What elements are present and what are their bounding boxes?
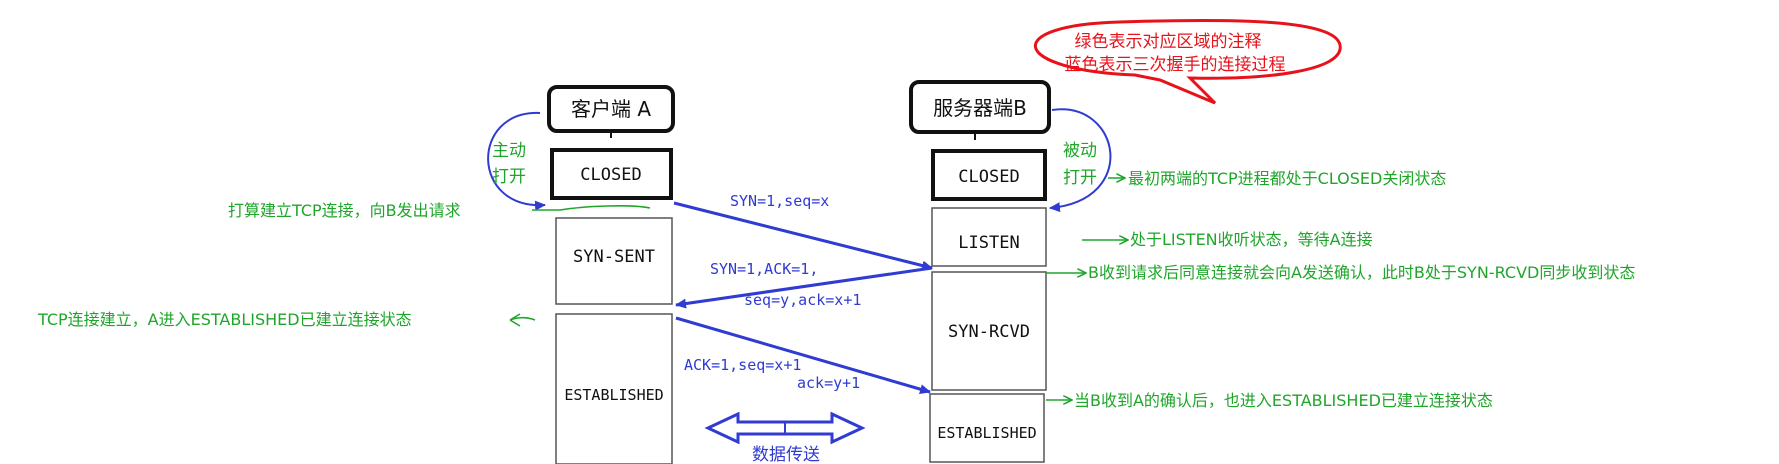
syn-ack-message: SYN=1,ACK=1, seq=y,ack=x+1 xyxy=(675,260,933,309)
note-a-established: TCP连接建立，A进入ESTABLISHED已建立连接状态 xyxy=(37,310,536,329)
server-title: 服务器端B xyxy=(933,96,1027,120)
client-state-syn-sent-label: SYN-SENT xyxy=(573,247,655,267)
note-initial-text: 最初两端的TCP进程都处于CLOSED关闭状态 xyxy=(1128,169,1446,188)
ack-message: ACK=1,seq=x+1 ack=y+1 xyxy=(675,316,931,395)
data-transfer-arrow: 数据传送 xyxy=(704,411,866,464)
server-state-established xyxy=(929,393,1045,463)
data-transfer-label: 数据传送 xyxy=(752,445,820,464)
server-title-box xyxy=(909,80,1051,134)
client-state-closed xyxy=(550,148,673,200)
note-initial: 最初两端的TCP进程都处于CLOSED关闭状态 xyxy=(1108,169,1446,188)
client-title: 客户端 A xyxy=(571,97,651,121)
server-state-closed xyxy=(931,149,1047,201)
server-state-listen xyxy=(931,207,1047,267)
syn-message: SYN=1,seq=x xyxy=(673,192,933,271)
passive-open-label-2: 打开 xyxy=(1063,168,1097,188)
active-open-annotation: 主动 打开 xyxy=(487,111,546,211)
client-state-established xyxy=(555,313,673,464)
syn-ack-label-2: seq=y,ack=x+1 xyxy=(744,291,861,309)
legend-callout: 绿色表示对应区域的注释 蓝色表示三次握手的连接过程 xyxy=(1034,18,1342,105)
note-listen-text: 处于LISTEN收听状态，等待A连接 xyxy=(1130,230,1373,249)
client-state-established-label: ESTABLISHED xyxy=(564,386,663,404)
server-column: 服务器端B CLOSED LISTEN SYN-RCVD ESTABLISHED xyxy=(909,80,1051,463)
note-b-established: 当B收到A的确认后，也进入ESTABLISHED已建立连接状态 xyxy=(1046,391,1493,410)
legend-line-1: 绿色表示对应区域的注释 xyxy=(1075,32,1262,52)
note-syn-rcvd: B收到请求后同意连接就会向A发送确认，此时B处于SYN-RCVD同步收到状态 xyxy=(1046,263,1635,282)
note-b-established-text: 当B收到A的确认后，也进入ESTABLISHED已建立连接状态 xyxy=(1074,391,1493,410)
passive-open-label-1: 被动 xyxy=(1063,141,1097,161)
passive-open-annotation: 被动 打开 xyxy=(1049,108,1112,213)
server-state-closed-label: CLOSED xyxy=(958,167,1019,187)
syn-label: SYN=1,seq=x xyxy=(730,192,829,210)
note-request: 打算建立TCP连接，向B发出请求 xyxy=(228,201,651,220)
note-request-text: 打算建立TCP连接，向B发出请求 xyxy=(228,201,461,220)
server-state-syn-rcvd-label: SYN-RCVD xyxy=(948,322,1030,342)
note-syn-rcvd-text: B收到请求后同意连接就会向A发送确认，此时B处于SYN-RCVD同步收到状态 xyxy=(1088,263,1635,282)
server-state-established-label: ESTABLISHED xyxy=(937,424,1036,442)
active-open-label-1: 主动 xyxy=(492,141,526,161)
client-column: 客户端 A CLOSED SYN-SENT ESTABLISHED xyxy=(547,85,675,464)
client-state-syn-sent xyxy=(555,217,673,305)
ack-label-1: ACK=1,seq=x+1 xyxy=(684,356,801,374)
server-state-listen-label: LISTEN xyxy=(958,233,1019,253)
note-a-established-text: TCP连接建立，A进入ESTABLISHED已建立连接状态 xyxy=(37,310,412,329)
active-open-label-2: 打开 xyxy=(492,167,526,187)
server-state-syn-rcvd xyxy=(931,271,1047,391)
ack-label-2: ack=y+1 xyxy=(797,374,860,392)
syn-ack-label-1: SYN=1,ACK=1, xyxy=(710,260,818,278)
legend-line-2: 蓝色表示三次握手的连接过程 xyxy=(1065,55,1286,75)
client-state-closed-label: CLOSED xyxy=(580,165,641,185)
note-listen: 处于LISTEN收听状态，等待A连接 xyxy=(1082,230,1373,249)
